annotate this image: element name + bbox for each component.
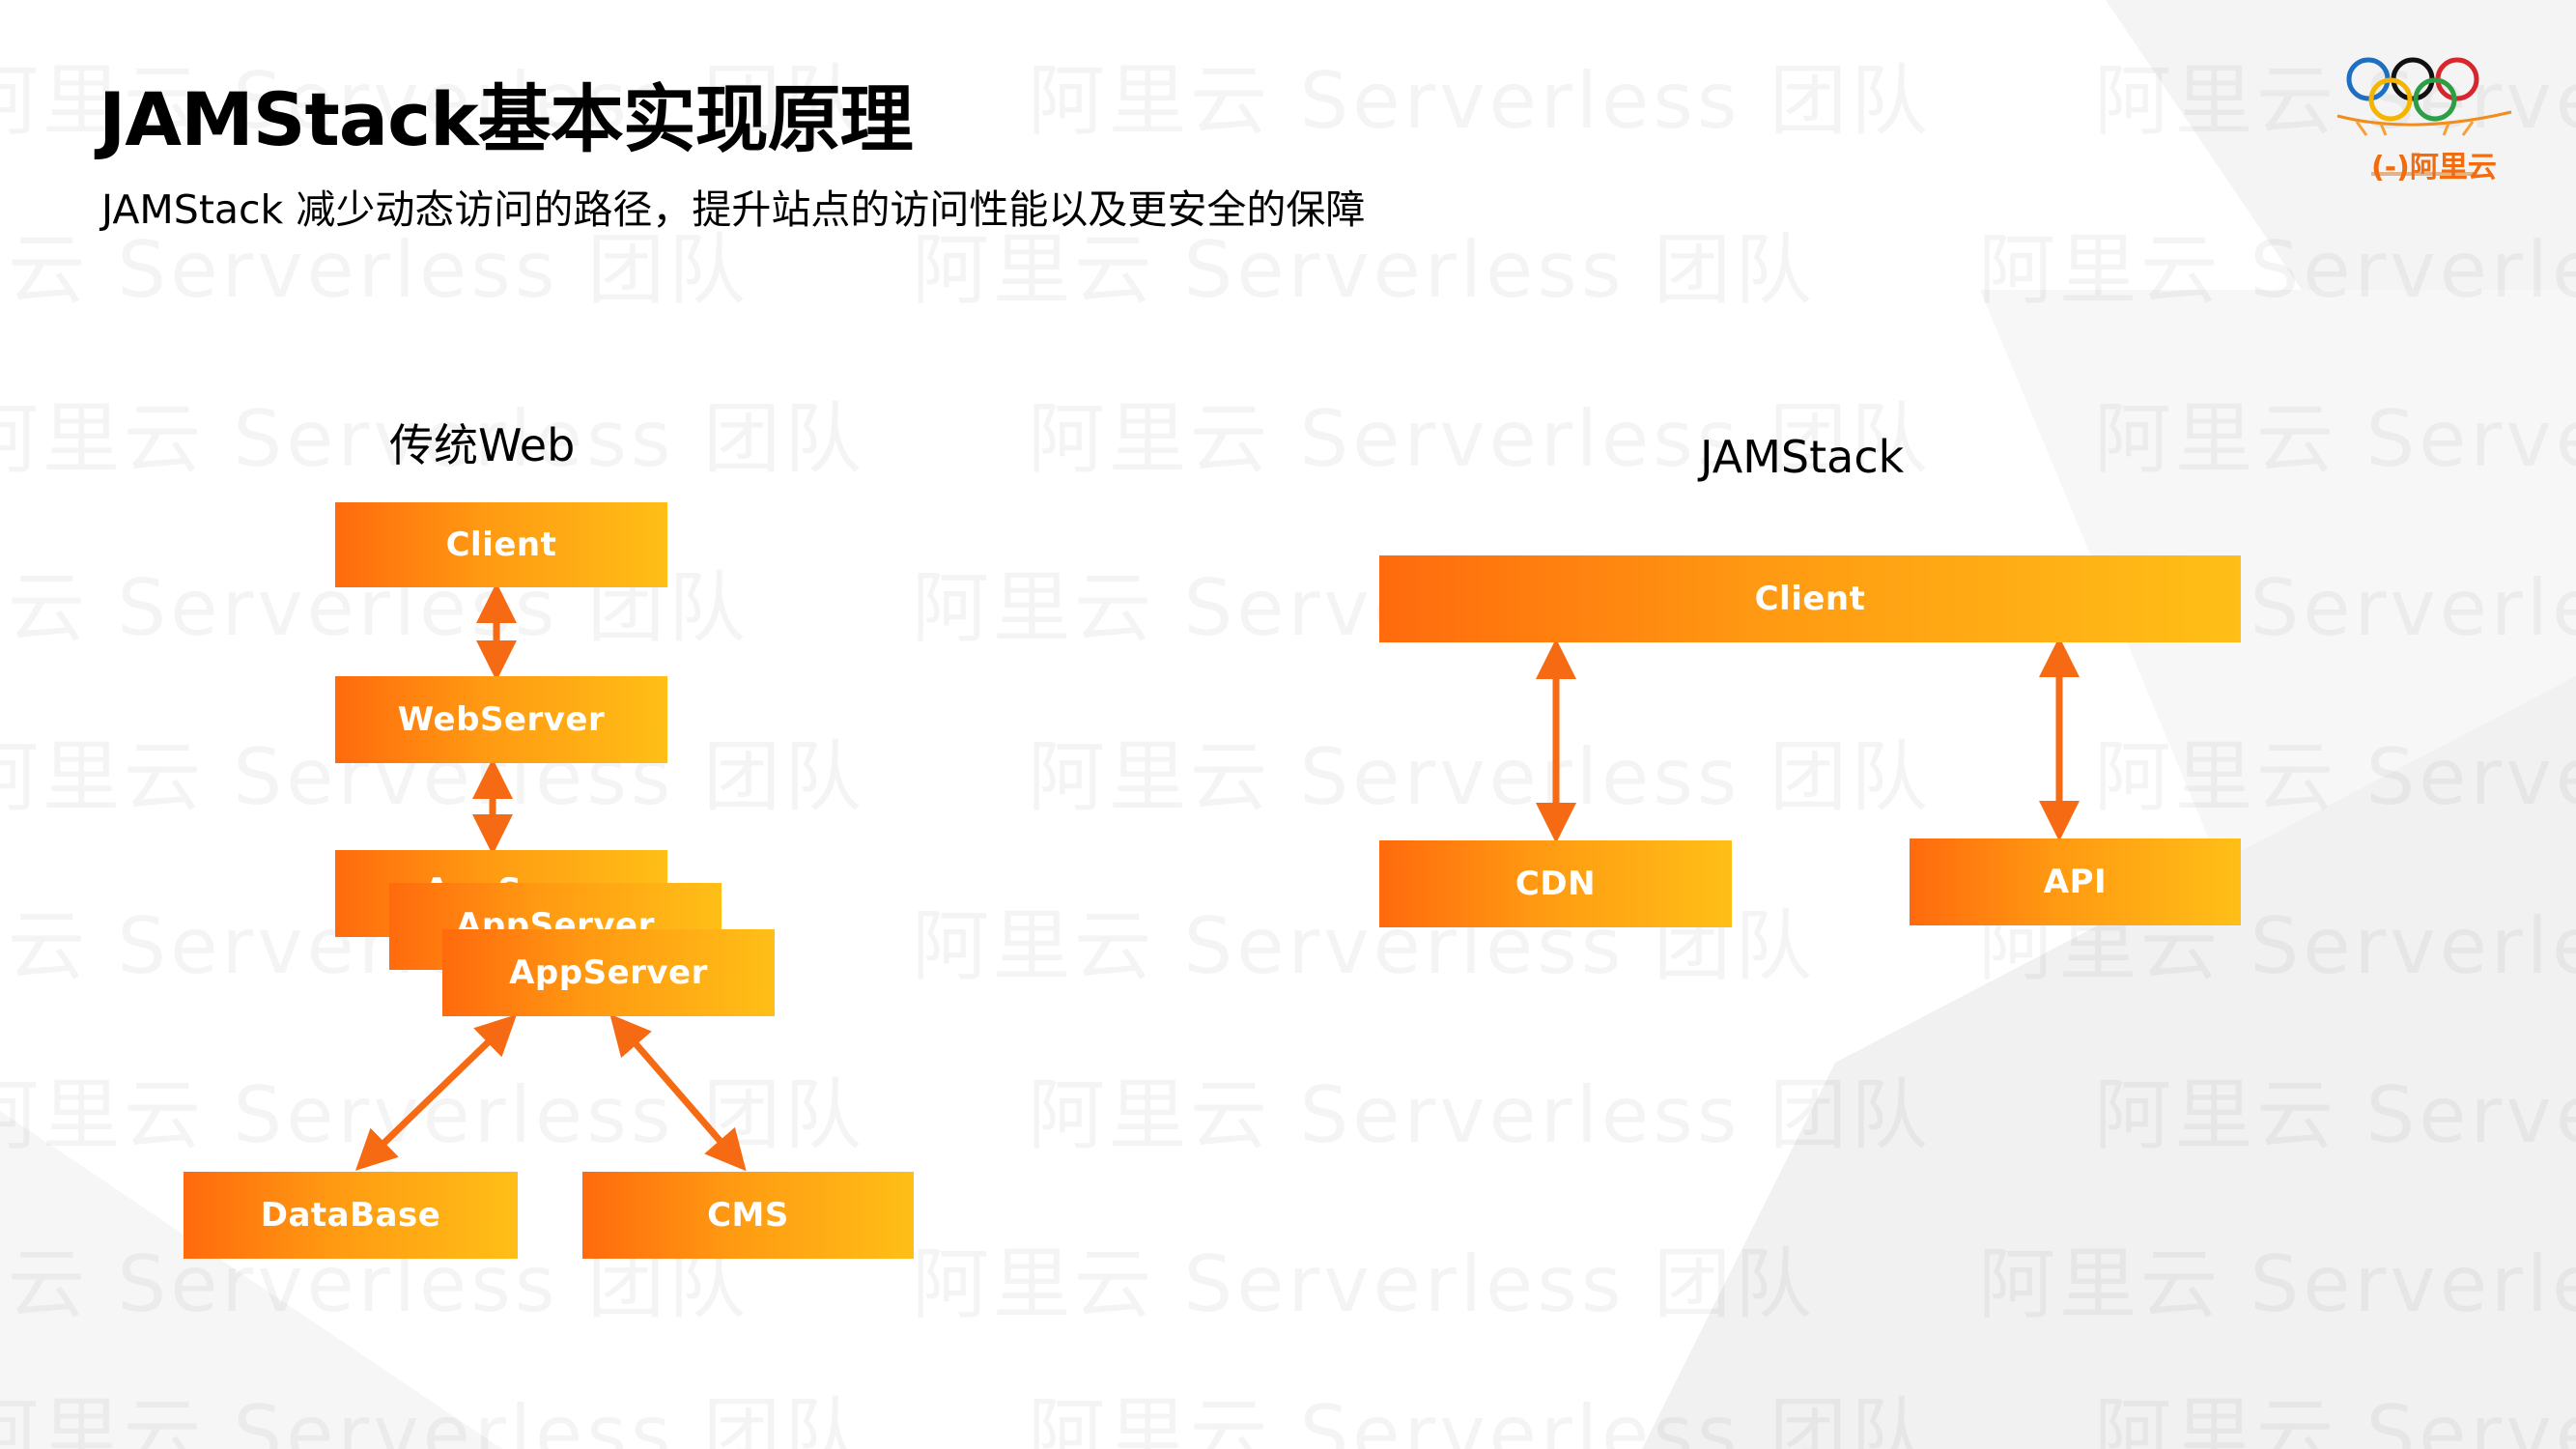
webserver-box: WebServer — [335, 676, 667, 763]
traditional-web-label: 传统Web — [389, 419, 576, 471]
jamstack-client-box: Client — [1379, 555, 2241, 642]
api-label: API — [2043, 863, 2108, 901]
logo-text: (-)阿里云 — [2371, 151, 2497, 185]
webserver-label: WebServer — [397, 700, 606, 739]
appserver-box: AppServer — [442, 929, 775, 1016]
api-box: API — [1910, 838, 2241, 925]
cdn-label: CDN — [1514, 865, 1597, 903]
jamstack-client-label: Client — [1754, 580, 1866, 618]
cms-label: CMS — [707, 1196, 789, 1235]
database-box: DataBase — [184, 1172, 518, 1259]
appserver-label: AppServer — [509, 953, 708, 992]
arrow-appserver-cms — [609, 1013, 747, 1172]
cms-box: CMS — [582, 1172, 914, 1259]
slide-subtitle: JAMStack 减少动态访问的路径，提升站点的访问性能以及更安全的保障 — [101, 186, 1366, 233]
jamstack-label: JAMStack — [1700, 431, 1905, 483]
cdn-box: CDN — [1379, 840, 1732, 927]
database-label: DataBase — [260, 1196, 441, 1235]
traditional-client-label: Client — [445, 526, 557, 564]
slide-title: JAMStack基本实现原理 — [99, 76, 914, 162]
arrow-appserver-database — [354, 1014, 518, 1171]
traditional-client-box: Client — [335, 502, 667, 587]
